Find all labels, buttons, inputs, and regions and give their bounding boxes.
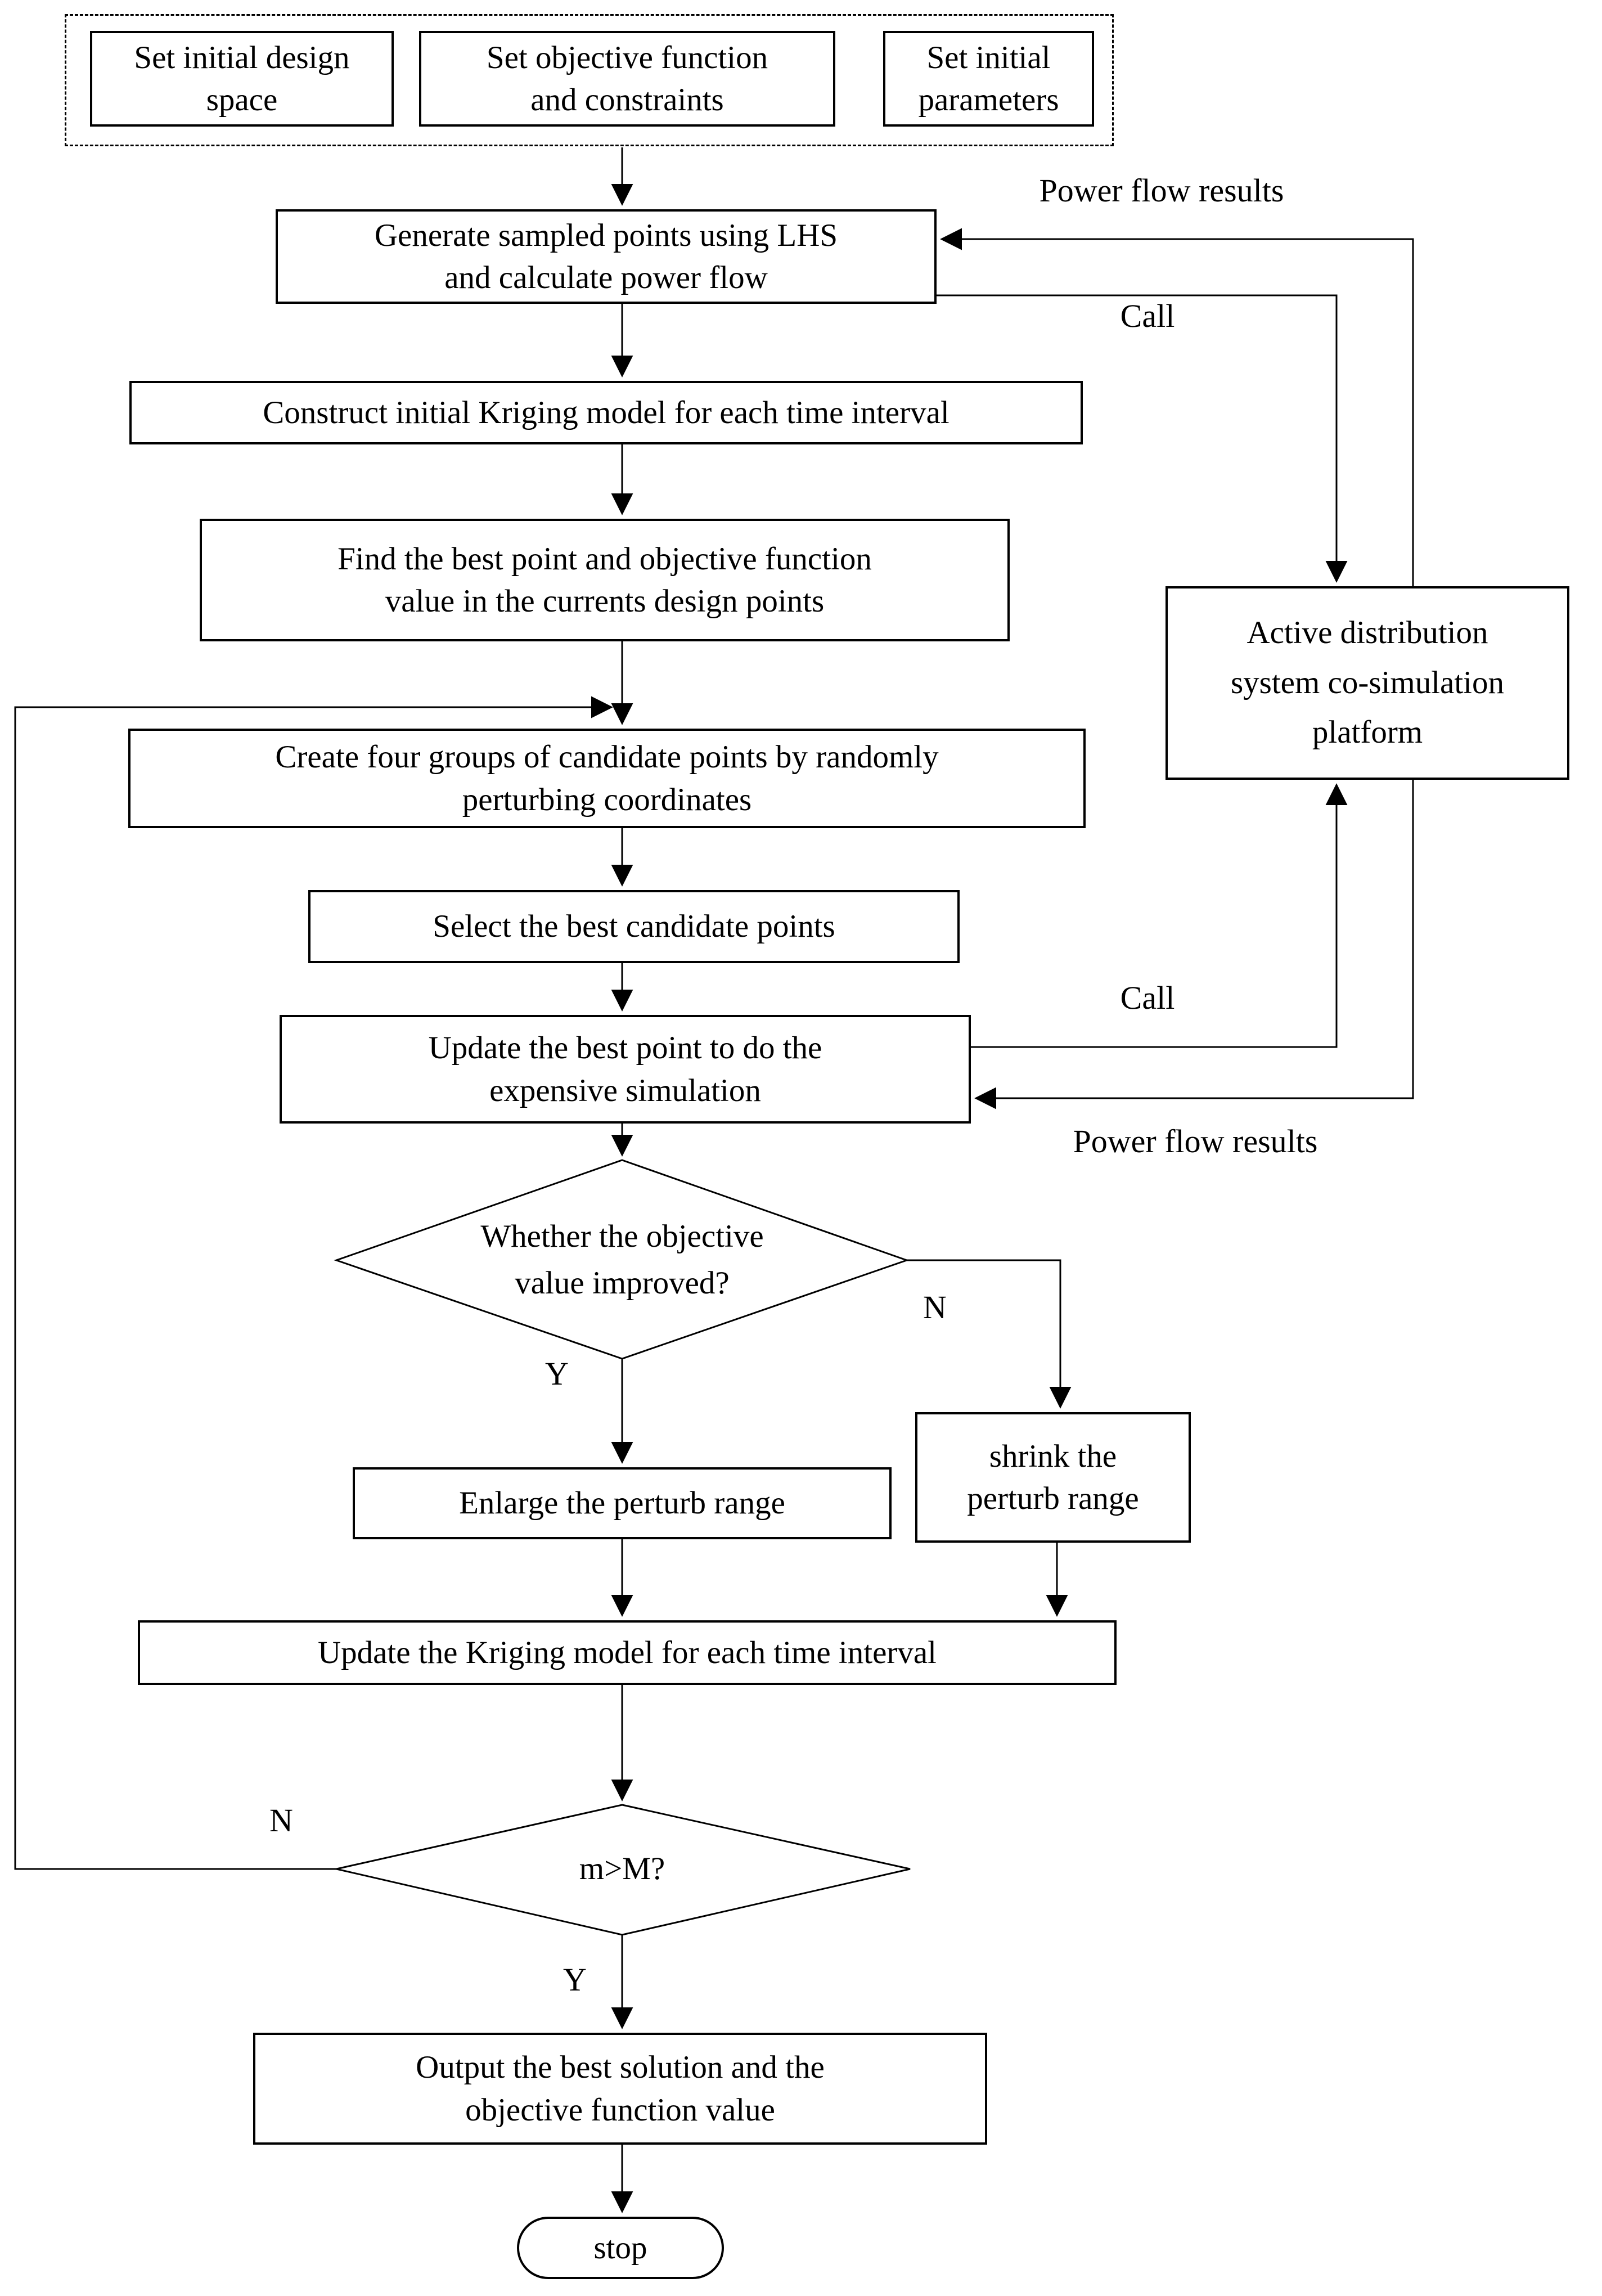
label-no-iter-text: N: [269, 1802, 293, 1839]
node-find: Find the best point and objective functi…: [200, 519, 1010, 641]
node-stop: stop: [517, 2217, 724, 2279]
label-yes-iter: Y: [547, 1961, 603, 1998]
label-power-flow-top-text: Power flow results: [1039, 172, 1284, 209]
node-set-parameters: Set initial parameters: [883, 31, 1094, 127]
decision-improved-label: Whether the objective value improved?: [480, 1219, 764, 1301]
decision-iter-text: m>M?: [453, 1813, 791, 1925]
decision-iter-shape: [336, 1804, 911, 1936]
node-set-objective-label: Set objective function and constraints: [486, 39, 768, 118]
node-generate: Generate sampled points using LHS and ca…: [276, 209, 937, 304]
node-update-best: Update the best point to do the expensiv…: [280, 1015, 971, 1124]
node-platform-label: Active distribution system co-simulation…: [1230, 615, 1505, 751]
node-set-design-space: Set initial design space: [90, 31, 394, 127]
node-select: Select the best candidate points: [308, 890, 960, 963]
node-create-label: Create four groups of candidate points b…: [275, 739, 939, 817]
node-select-label: Select the best candidate points: [433, 909, 835, 945]
node-set-design-space-label: Set initial design space: [134, 39, 350, 118]
edge-call-bottom: [971, 783, 1348, 1048]
node-shrink: shrink the perturb range: [915, 1412, 1191, 1543]
edge-powerflow-bottom: [974, 780, 1414, 1109]
decision-iter-label: m>M?: [579, 1850, 665, 1886]
label-yes-improved: Y: [529, 1355, 585, 1392]
edge-loop-back: [14, 696, 613, 1870]
node-create: Create four groups of candidate points b…: [128, 729, 1086, 828]
label-call-top-text: Call: [1120, 298, 1175, 334]
node-set-parameters-label: Set initial parameters: [918, 39, 1059, 118]
edge-decision1-no: [907, 1259, 1072, 1409]
node-shrink-label: shrink the perturb range: [967, 1438, 1139, 1516]
label-call-top: Call: [1063, 297, 1232, 335]
label-call-bottom-text: Call: [1120, 979, 1175, 1016]
node-construct: Construct initial Kriging model for each…: [129, 381, 1083, 444]
node-output: Output the best solution and the objecti…: [253, 2033, 987, 2145]
label-no-improved: N: [907, 1288, 963, 1326]
node-platform: Active distribution system co-simulation…: [1166, 586, 1569, 780]
node-generate-label: Generate sampled points using LHS and ca…: [374, 217, 838, 295]
node-stop-label: stop: [593, 2230, 647, 2266]
node-output-label: Output the best solution and the objecti…: [416, 2050, 825, 2128]
decision-improved-shape: [334, 1159, 910, 1360]
label-power-flow-bottom-text: Power flow results: [1073, 1123, 1318, 1160]
node-update-best-label: Update the best point to do the expensiv…: [428, 1030, 822, 1108]
node-update-kriging: Update the Kriging model for each time i…: [138, 1620, 1117, 1685]
edge-call-top: [937, 294, 1348, 583]
node-construct-label: Construct initial Kriging model for each…: [263, 394, 950, 430]
init-container: [65, 14, 1114, 146]
node-update-kriging-label: Update the Kriging model for each time i…: [317, 1634, 937, 1670]
node-find-label: Find the best point and objective functi…: [338, 541, 872, 619]
label-power-flow-bottom: Power flow results: [998, 1122, 1392, 1160]
label-call-bottom: Call: [1063, 979, 1232, 1017]
node-set-objective: Set objective function and constraints: [419, 31, 835, 127]
label-no-improved-text: N: [923, 1289, 947, 1326]
label-no-iter: N: [253, 1801, 309, 1839]
edge-powerflow-top: [940, 228, 1414, 586]
decision-improved-text: Whether the objective value improved?: [397, 1176, 847, 1345]
label-yes-iter-text: Y: [563, 1961, 587, 1998]
label-power-flow-top: Power flow results: [965, 172, 1358, 209]
node-enlarge: Enlarge the perturb range: [353, 1467, 892, 1539]
node-enlarge-label: Enlarge the perturb range: [459, 1485, 785, 1521]
label-yes-improved-text: Y: [545, 1355, 569, 1392]
